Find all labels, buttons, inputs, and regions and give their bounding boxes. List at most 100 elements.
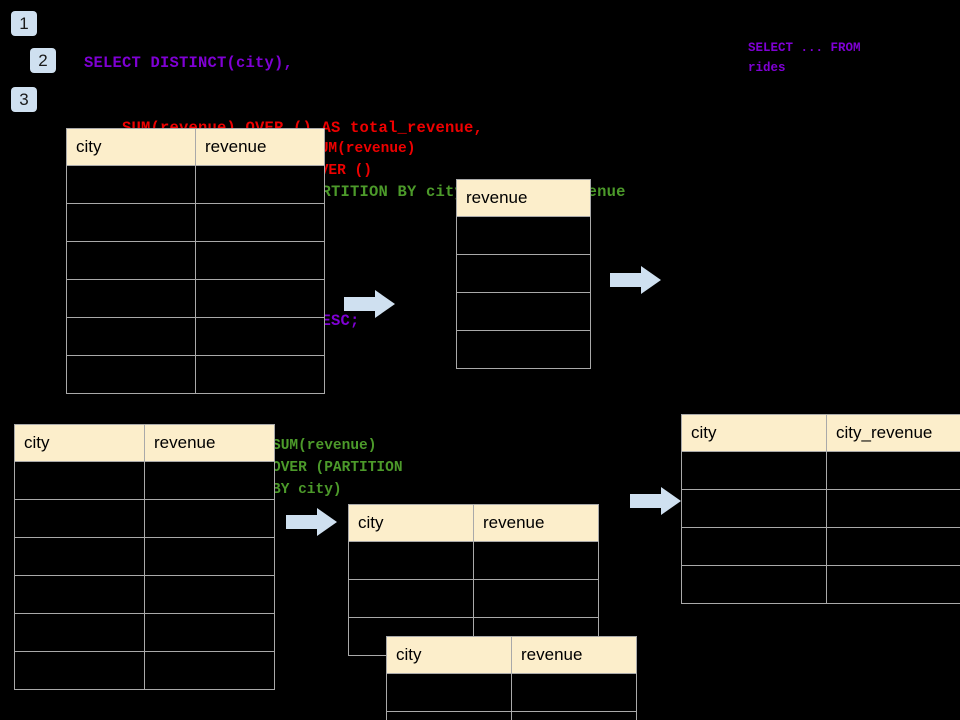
table-row <box>66 241 325 280</box>
column-header-city: city <box>66 128 196 166</box>
table-row <box>348 579 599 618</box>
table-row <box>348 541 599 580</box>
cell <box>195 203 325 242</box>
table-rides-source-bottom: city revenue <box>14 424 275 690</box>
table-row <box>386 673 637 712</box>
table-header-row: city city_revenue <box>681 414 960 452</box>
table-partition-group-a: city revenue <box>348 504 599 656</box>
cell <box>456 216 591 255</box>
cell <box>826 489 960 528</box>
table-row <box>14 499 275 538</box>
cell <box>14 613 145 652</box>
arrow-right-icon <box>344 290 395 318</box>
cell <box>66 317 196 356</box>
column-header-city: city <box>386 636 512 674</box>
column-header-revenue: revenue <box>473 504 599 542</box>
cell <box>14 575 145 614</box>
cell <box>144 499 275 538</box>
annotation-sum-over-partition: SUM(revenue) OVER (PARTITION BY city) <box>272 438 403 498</box>
cell <box>66 279 196 318</box>
cell <box>348 579 474 618</box>
table-row <box>456 292 591 331</box>
cell <box>195 317 325 356</box>
cell <box>473 579 599 618</box>
table-row <box>66 203 325 242</box>
table-header-row: revenue <box>456 179 591 217</box>
table-row <box>14 575 275 614</box>
cell <box>826 527 960 566</box>
table-final-result: city city_revenue <box>681 414 960 604</box>
cell <box>681 451 827 490</box>
sql-select-from-note: SELECT ... FROM rides <box>748 41 861 75</box>
cell <box>195 355 325 394</box>
cell <box>195 279 325 318</box>
column-header-revenue: revenue <box>144 424 275 462</box>
column-header-revenue: revenue <box>195 128 325 166</box>
step-badge-1[interactable]: 1 <box>11 11 37 36</box>
table-row <box>386 711 637 720</box>
table-row <box>456 330 591 369</box>
cell <box>511 711 637 720</box>
cell <box>195 165 325 204</box>
table-row <box>14 613 275 652</box>
cell <box>144 575 275 614</box>
column-header-revenue: revenue <box>511 636 637 674</box>
cell <box>144 461 275 500</box>
cell <box>473 541 599 580</box>
cell <box>66 165 196 204</box>
cell <box>456 330 591 369</box>
table-row <box>456 216 591 255</box>
column-header-city-revenue: city_revenue <box>826 414 960 452</box>
cell <box>14 499 145 538</box>
table-header-row: city revenue <box>14 424 275 462</box>
cell <box>386 711 512 720</box>
cell <box>14 537 145 576</box>
cell <box>14 651 145 690</box>
table-row <box>66 165 325 204</box>
cell <box>144 537 275 576</box>
table-row <box>14 651 275 690</box>
cell <box>66 241 196 280</box>
table-row <box>681 565 960 604</box>
cell <box>456 292 591 331</box>
annotation-sum-over-empty: SUM(revenue) OVER () <box>311 141 416 179</box>
cell <box>681 565 827 604</box>
cell <box>195 241 325 280</box>
table-row <box>681 527 960 566</box>
table-row <box>66 355 325 394</box>
step-badge-3[interactable]: 3 <box>11 87 37 112</box>
column-header-city: city <box>681 414 827 452</box>
cell <box>386 673 512 712</box>
table-row <box>456 254 591 293</box>
cell <box>66 355 196 394</box>
table-header-row: city revenue <box>386 636 637 674</box>
table-row <box>681 451 960 490</box>
cell <box>681 527 827 566</box>
table-rides-source-top: city revenue <box>66 128 325 394</box>
step-badge-2[interactable]: 2 <box>30 48 56 73</box>
cell <box>66 203 196 242</box>
table-partition-group-b: city revenue <box>386 636 637 720</box>
table-header-row: city revenue <box>348 504 599 542</box>
column-header-city: city <box>14 424 145 462</box>
table-row <box>66 279 325 318</box>
arrow-right-icon <box>610 266 661 294</box>
column-header-city: city <box>348 504 474 542</box>
sql-line-1: SELECT DISTINCT(city), <box>84 54 294 72</box>
cell <box>144 613 275 652</box>
arrow-right-icon <box>630 487 681 515</box>
cell <box>348 541 474 580</box>
table-row <box>14 461 275 500</box>
table-row <box>66 317 325 356</box>
cell <box>826 565 960 604</box>
arrow-right-icon <box>286 508 337 536</box>
table-total-revenue: revenue <box>456 179 591 369</box>
cell <box>14 461 145 500</box>
table-header-row: city revenue <box>66 128 325 166</box>
column-header-revenue: revenue <box>456 179 591 217</box>
table-row <box>681 489 960 528</box>
cell <box>826 451 960 490</box>
cell <box>456 254 591 293</box>
cell <box>511 673 637 712</box>
